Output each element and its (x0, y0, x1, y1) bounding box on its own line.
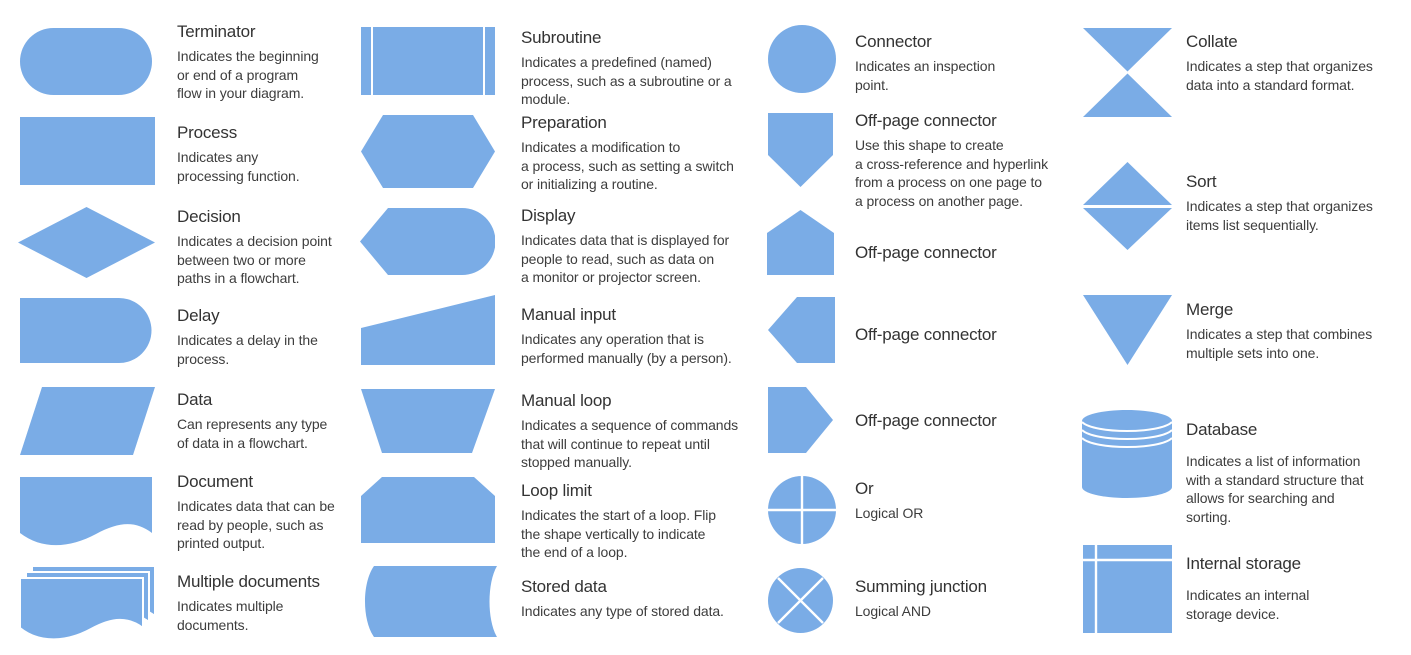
item-title: Decision (177, 207, 241, 226)
data-shape (20, 387, 155, 455)
item-description: Can represents any type of data in a flo… (177, 416, 328, 451)
item-description: Indicates the beginning or end of a prog… (177, 48, 319, 101)
item-description: Indicates a step that organizes data int… (1186, 58, 1373, 93)
manual-loop-shape (361, 389, 495, 453)
preparation-shape (361, 115, 495, 188)
item-description: Logical OR (855, 505, 924, 521)
item-title: Sort (1186, 172, 1217, 191)
item-title: Manual loop (521, 391, 612, 410)
loop-limit-shape (361, 477, 495, 543)
item-description: Indicates any operation that is performe… (521, 331, 732, 366)
item-title: Loop limit (521, 481, 592, 500)
off-page-connector-up-shape (767, 210, 834, 275)
item-title: Summing junction (855, 577, 987, 596)
process-shape (20, 117, 155, 185)
item-title: Merge (1186, 300, 1234, 319)
collate-shape (1083, 28, 1172, 117)
delay-shape (20, 298, 152, 363)
item-description: Indicates a step that combines multiple … (1186, 326, 1373, 361)
merge-shape (1083, 295, 1172, 365)
summing-junction-shape (768, 568, 833, 633)
item-title: Multiple documents (177, 572, 320, 591)
decision-shape (18, 207, 155, 278)
item-description: Indicates any type of stored data. (521, 603, 724, 619)
item-title: Delay (177, 306, 220, 325)
off-page-connector-left-shape (768, 297, 835, 363)
item-description: Use this shape to create a cross-referen… (855, 137, 1048, 209)
display-shape (360, 208, 495, 275)
item-description: Indicates the start of a loop. Flip the … (521, 507, 716, 560)
item-title: Off-page connector (855, 325, 997, 344)
multiple-documents-shape (20, 565, 156, 641)
item-title: Document (177, 472, 253, 491)
item-title: Off-page connector (855, 411, 997, 430)
item-title: Or (855, 479, 874, 498)
item-title: Internal storage (1186, 554, 1301, 573)
item-title: Terminator (177, 22, 256, 41)
item-title: Connector (855, 32, 932, 51)
item-title: Data (177, 390, 213, 409)
item-description: Indicates a step that organizes items li… (1186, 198, 1373, 233)
item-description: Logical AND (855, 603, 931, 619)
off-page-connector-right-shape (768, 387, 833, 453)
connector-shape (768, 25, 836, 93)
item-title: Stored data (521, 577, 607, 596)
item-description: Indicates data that is displayed for peo… (521, 232, 730, 285)
item-title: Database (1186, 420, 1258, 439)
item-title: Collate (1186, 32, 1238, 51)
document-shape (20, 477, 152, 546)
item-title: Off-page connector (855, 243, 997, 262)
item-description: Indicates a delay in the process. (177, 332, 318, 367)
item-title: Off-page connector (855, 111, 997, 130)
item-description: Indicates a modification to a process, s… (521, 139, 734, 192)
item-description: Indicates an internal storage device. (1186, 587, 1310, 622)
item-title: Preparation (521, 113, 607, 132)
item-description: Indicates data that can be read by peopl… (177, 498, 335, 551)
item-title: Subroutine (521, 28, 602, 47)
terminator-shape (20, 28, 152, 95)
item-title: Process (177, 123, 238, 142)
item-description: Indicates multiple documents. (177, 598, 284, 633)
or-shape (768, 476, 836, 548)
item-description: Indicates a decision point between two o… (177, 233, 332, 286)
manual-input-shape (361, 295, 495, 365)
item-description: Indicates a list of information with a s… (1186, 453, 1364, 525)
internal-storage-shape (1083, 545, 1172, 633)
sort-shape (1083, 162, 1172, 250)
item-title: Display (521, 206, 576, 225)
item-description: Indicates a sequence of commands that wi… (521, 417, 739, 470)
stored-data-shape (365, 566, 497, 637)
subroutine-shape (361, 27, 495, 95)
database-shape (1082, 410, 1172, 498)
item-title: Manual input (521, 305, 616, 324)
off-page-connector-down-shape (768, 113, 833, 187)
item-description: Indicates a predefined (named) process, … (521, 54, 732, 107)
item-description: Indicates any processing function. (177, 149, 300, 184)
item-description: Indicates an inspection point. (855, 58, 996, 93)
